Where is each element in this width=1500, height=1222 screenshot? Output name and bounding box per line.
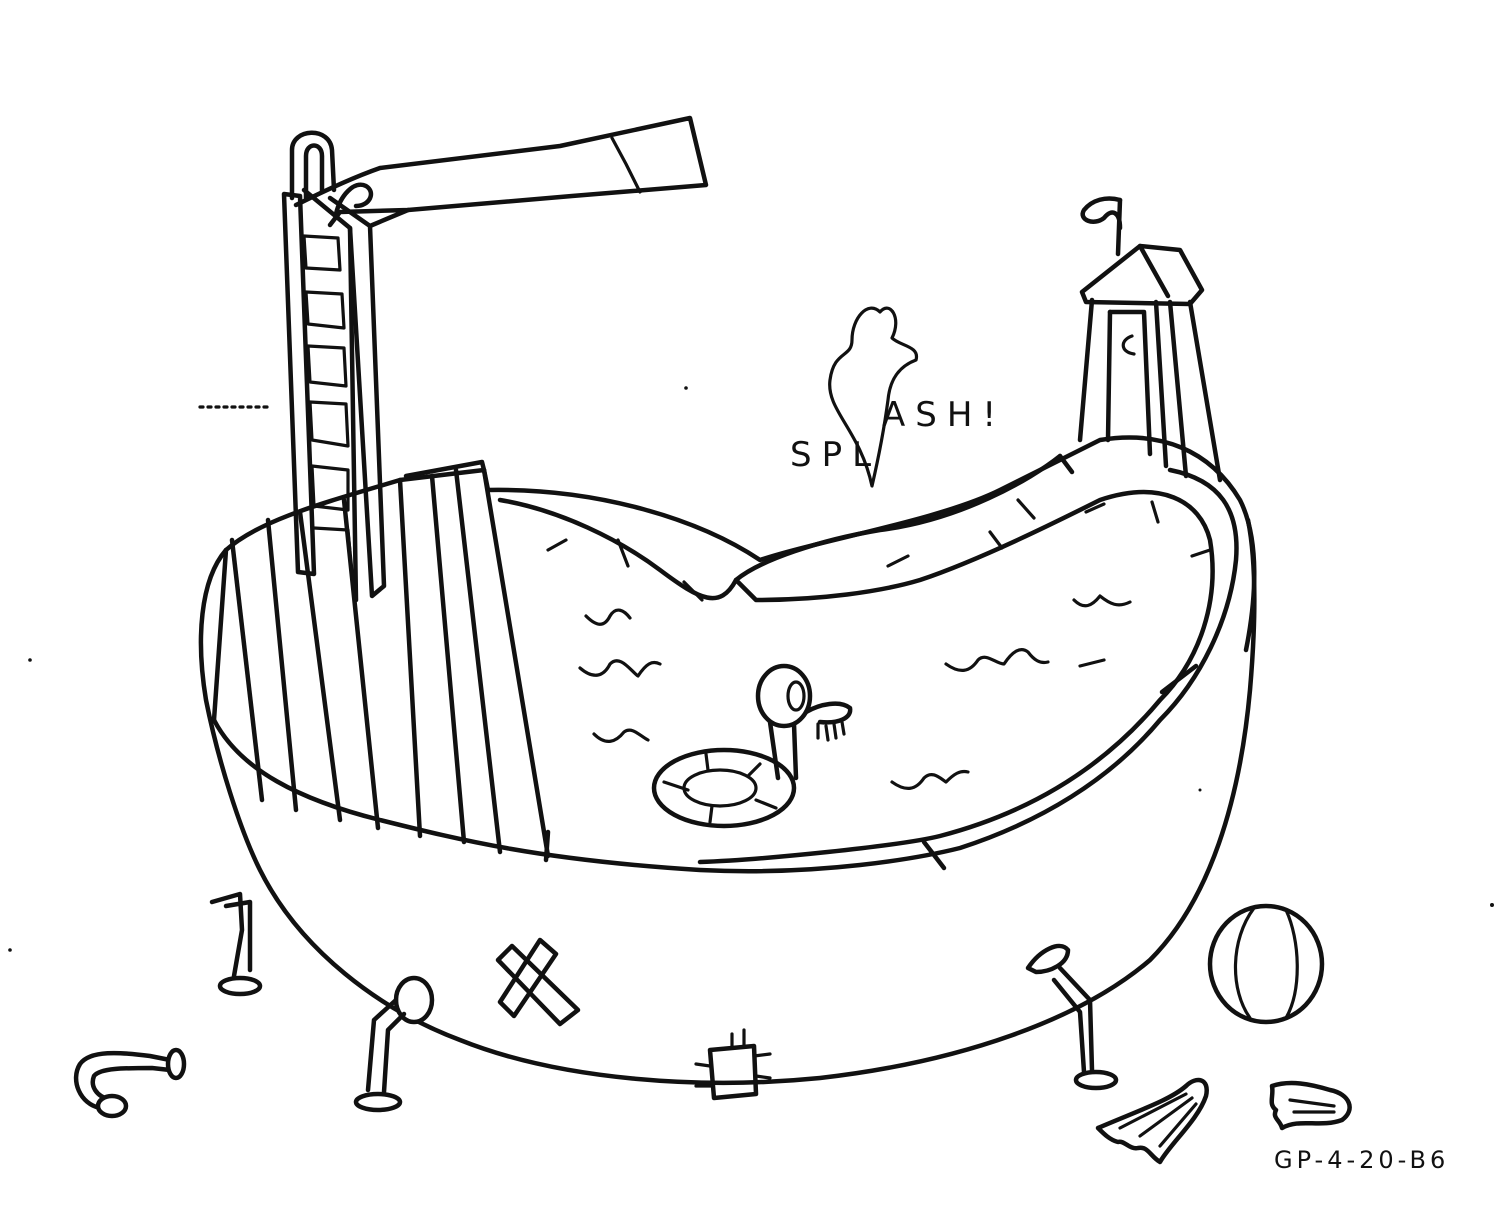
changing-hut-icon	[1080, 198, 1220, 480]
swim-ring-icon	[654, 750, 794, 826]
splash-text-left: SPL	[790, 435, 881, 475]
square-patch-icon	[696, 1030, 770, 1098]
faucet-icon	[76, 1050, 184, 1116]
drawing-code: GP-4-20-B6	[1274, 1146, 1449, 1174]
flag-icon	[1083, 198, 1120, 228]
tub-leg-right	[1028, 946, 1116, 1088]
tub-leg-left	[212, 894, 260, 994]
diving-board-icon	[292, 118, 706, 226]
water-splash-icon	[830, 308, 917, 486]
stray-marks	[8, 386, 1494, 952]
splash-text-right: ASH!	[882, 395, 1006, 435]
tub-leg-middle	[356, 978, 432, 1110]
bathtub-pool	[201, 438, 1254, 1083]
water-waves	[580, 596, 1130, 788]
bandage-patch-icon	[498, 940, 578, 1024]
swim-fin-icon-2	[1272, 1083, 1350, 1128]
beach-ball-icon	[1210, 906, 1322, 1022]
swim-fin-icon	[1098, 1080, 1207, 1162]
ladder-icon	[284, 190, 384, 600]
rubber-duck-icon	[758, 666, 850, 778]
